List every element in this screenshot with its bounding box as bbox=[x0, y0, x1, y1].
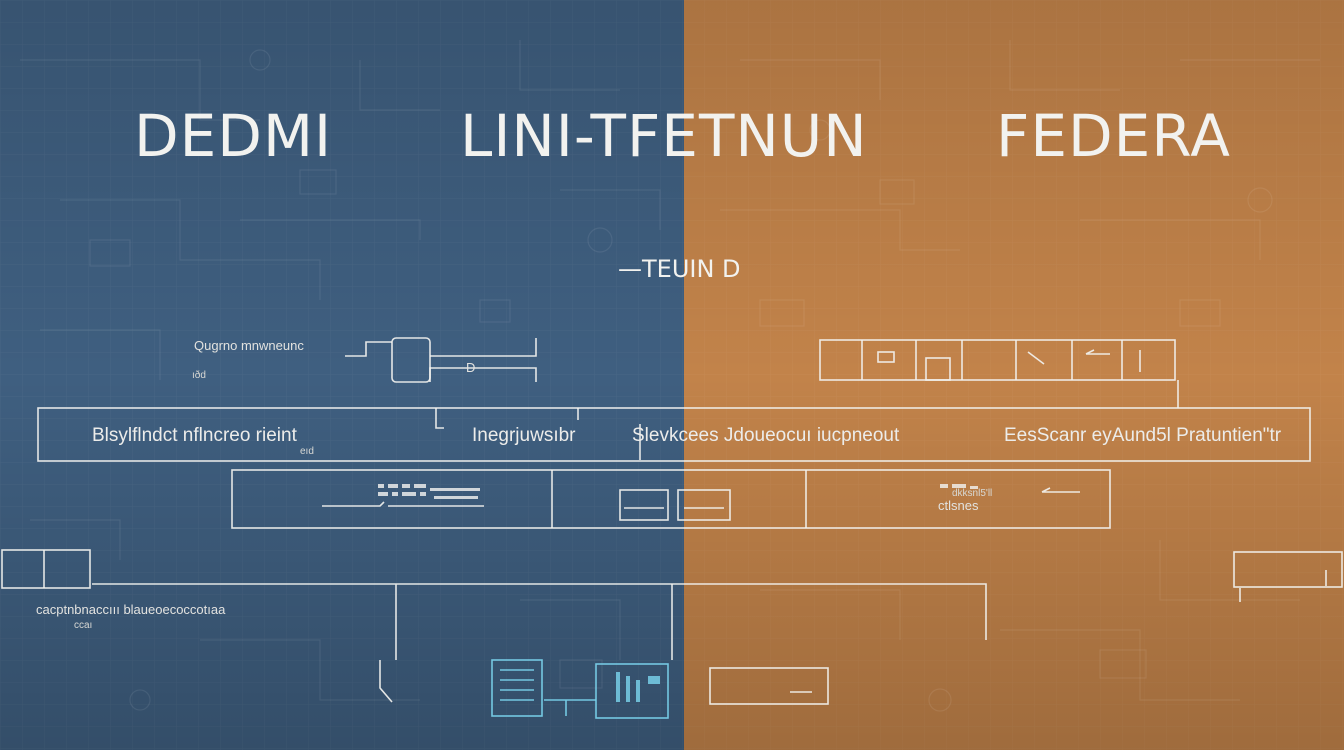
bottom-note: cacptnbnaccııı blaueoecoccotıaa bbox=[36, 602, 226, 617]
background-circuitry bbox=[20, 40, 1320, 712]
top-note-mark: ıðd bbox=[192, 370, 206, 381]
bottom-left-block bbox=[491, 659, 543, 717]
box-d-label: D bbox=[466, 360, 476, 375]
bottom-note-mark: ccaı bbox=[74, 620, 93, 631]
top-left-box bbox=[391, 337, 431, 383]
band-label-4: EesScanr eyAund5l Pratuntien"tr bbox=[1004, 425, 1282, 446]
mid-label-small: dkksnl5'll bbox=[952, 488, 993, 499]
right-side-box bbox=[1233, 551, 1343, 588]
band-label-2: Inegrjuwsıbr bbox=[472, 425, 576, 446]
bottom-right-box bbox=[709, 667, 829, 705]
title-right: FEDERA bbox=[996, 102, 1231, 170]
title-left: DEDMI bbox=[134, 102, 333, 170]
mid-label: ctlsnes bbox=[938, 498, 979, 513]
band-label-1: Blsylflndct nflncreo rieint bbox=[92, 425, 297, 446]
band-label-3: Slevkcees Jdoueocuı iucpneout bbox=[632, 425, 900, 446]
middle-module bbox=[231, 469, 1111, 529]
main-band bbox=[37, 407, 1311, 462]
top-right-strip bbox=[819, 339, 1176, 381]
top-note: Qugrno mnwneunc bbox=[194, 338, 304, 353]
diagram-lines bbox=[1, 337, 1343, 719]
bottom-cyan-block bbox=[595, 663, 669, 719]
pixel-clusters bbox=[378, 484, 978, 702]
subtitle: —TEUIN D bbox=[618, 255, 741, 283]
band-label-1-sub: eıd bbox=[300, 446, 314, 457]
left-side-box bbox=[1, 549, 91, 589]
title-center: LINI-TFETNUN bbox=[460, 102, 868, 170]
